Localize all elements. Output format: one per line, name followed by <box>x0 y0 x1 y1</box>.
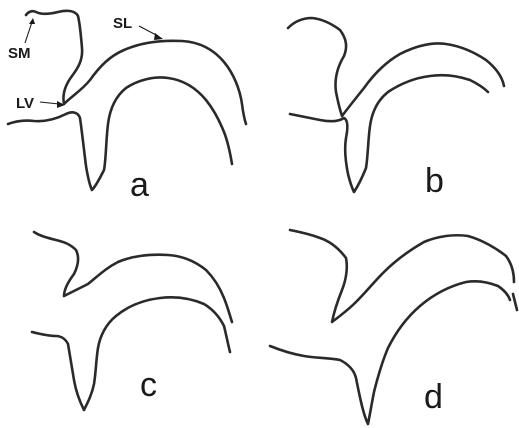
panel-a-lower-outline <box>8 77 232 190</box>
panel-b-label: b <box>425 162 444 200</box>
annotation-lv: LV <box>16 95 65 112</box>
annotation-sm: SM <box>8 18 35 62</box>
panel-d-upper-outline <box>290 230 514 322</box>
lv-label: LV <box>16 95 34 112</box>
sl-arrowhead <box>154 33 163 40</box>
sm-label: SM <box>8 45 31 62</box>
panel-d-label: d <box>424 378 443 416</box>
panel-b-upper-outline <box>288 18 504 116</box>
panel-d-edge-mark <box>513 294 517 310</box>
sm-pointer-line <box>25 22 32 43</box>
panel-b-lower-outline <box>290 75 488 192</box>
lv-pointer-line <box>40 102 59 104</box>
sl-label: SL <box>113 15 132 32</box>
panel-c-label: c <box>140 366 157 404</box>
panel-c-lower-outline <box>32 297 230 410</box>
panel-d <box>270 230 517 424</box>
annotation-sl: SL <box>113 15 163 40</box>
sm-arrowhead <box>29 18 35 24</box>
panel-d-lower-outline <box>270 281 510 424</box>
panel-b <box>288 18 504 192</box>
panel-a-label: a <box>130 166 149 204</box>
panel-a <box>8 11 246 190</box>
panel-c-upper-outline <box>34 232 232 322</box>
panel-c <box>32 232 232 410</box>
